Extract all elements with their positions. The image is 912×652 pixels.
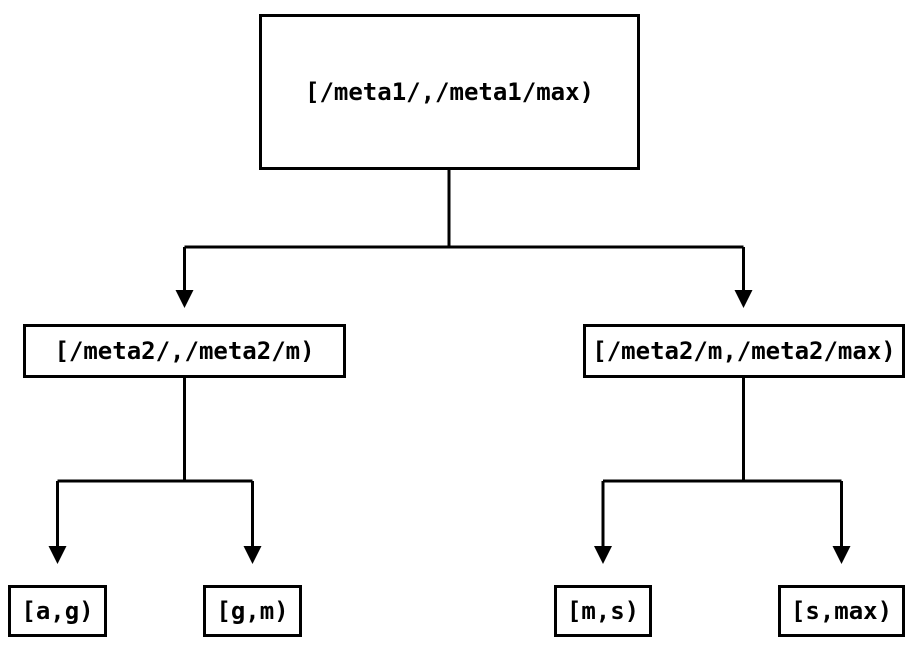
node-leaf-gm: [g,m) xyxy=(203,585,302,637)
arrowhead-icon xyxy=(594,546,612,564)
node-leaf-smax-label: [s,max) xyxy=(790,597,893,625)
node-leaf-smax: [s,max) xyxy=(778,585,905,637)
arrowhead-icon xyxy=(832,546,851,564)
node-left-child-label: [/meta2/,/meta2/m) xyxy=(54,337,315,365)
arrowhead-icon xyxy=(48,546,67,564)
node-left-child: [/meta2/,/meta2/m) xyxy=(23,324,346,378)
node-leaf-ag-label: [a,g) xyxy=(21,597,94,625)
arrowhead-icon xyxy=(243,546,262,564)
node-right-child: [/meta2/m,/meta2/max) xyxy=(583,324,905,378)
node-root-label: [/meta1/,/meta1/max) xyxy=(305,78,594,106)
node-leaf-ms-label: [m,s) xyxy=(566,597,640,625)
arrowhead-icon xyxy=(734,290,753,308)
arrowhead-icon xyxy=(175,290,194,308)
node-leaf-ag: [a,g) xyxy=(8,585,107,637)
node-right-child-label: [/meta2/m,/meta2/max) xyxy=(592,337,896,365)
node-root: [/meta1/,/meta1/max) xyxy=(259,14,640,170)
node-leaf-gm-label: [g,m) xyxy=(216,597,289,625)
node-leaf-ms: [m,s) xyxy=(554,585,652,637)
